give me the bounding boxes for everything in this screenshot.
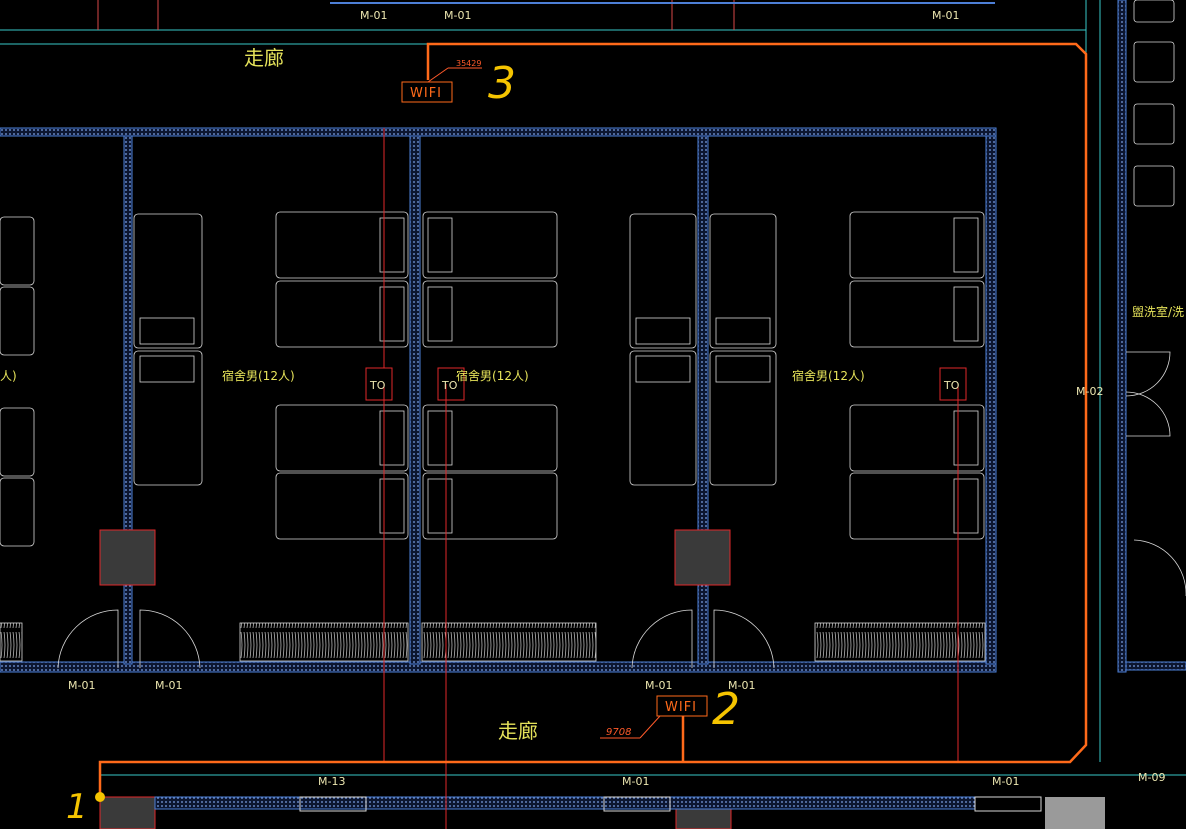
door-label-mid-3: M-01 bbox=[645, 679, 672, 692]
right-block bbox=[1085, 0, 1186, 762]
start-point bbox=[95, 792, 105, 802]
door-label-bottom-2: M-01 bbox=[622, 775, 649, 788]
wifi-label-2: WIFI bbox=[665, 700, 697, 715]
outlet-label-3: TO bbox=[943, 379, 960, 392]
corridor-label-top: 走廊 bbox=[244, 46, 284, 70]
network-outlets bbox=[365, 367, 967, 401]
cable-length-3: 35429 bbox=[456, 59, 481, 68]
room-label-0: 人) bbox=[0, 369, 17, 383]
outlet-label-2: TO bbox=[441, 379, 458, 392]
door-label-mid-4: M-01 bbox=[728, 679, 755, 692]
door-label-bottom-3: M-01 bbox=[992, 775, 1019, 788]
marker-3: 3 bbox=[488, 58, 516, 109]
door-label-mid-2: M-01 bbox=[155, 679, 182, 692]
riser-lines bbox=[383, 128, 959, 829]
door-label-top-3: M-01 bbox=[932, 9, 959, 22]
doors bbox=[57, 351, 1186, 669]
room-1-furniture bbox=[133, 211, 409, 662]
room-label-3: 宿舍男(12人) bbox=[792, 368, 865, 383]
door-label-mid-1: M-01 bbox=[68, 679, 95, 692]
structural-columns bbox=[99, 529, 732, 829]
wifi-label-3: WIFI bbox=[410, 86, 442, 101]
wifi-box-2 bbox=[656, 695, 708, 717]
lockers-right bbox=[1133, 0, 1175, 207]
marker-2: 2 bbox=[712, 684, 740, 735]
top-corridor-edge bbox=[0, 0, 1086, 45]
door-label-top-1: M-01 bbox=[360, 9, 387, 22]
wifi-box-3 bbox=[401, 81, 453, 103]
network-cable-route bbox=[98, 42, 1088, 797]
door-label-bottom-4: M-09 bbox=[1138, 771, 1165, 784]
room-label-1: 宿舍男(12人) bbox=[222, 368, 295, 383]
room-3-furniture bbox=[0, 211, 986, 662]
door-label-top-2: M-01 bbox=[444, 9, 471, 22]
room-label-2: 宿舍男(12人) bbox=[456, 368, 529, 383]
room-2-furniture bbox=[421, 211, 697, 662]
washroom-label: 盥洗室/洗 bbox=[1132, 304, 1184, 319]
dorm-walls bbox=[0, 127, 997, 673]
bunk-beds-left bbox=[0, 216, 35, 547]
marker-1: 1 bbox=[66, 787, 88, 827]
corridor-label-bottom: 走廊 bbox=[498, 719, 538, 743]
cable-length-2: 9708 bbox=[606, 727, 631, 738]
door-label-side: M-02 bbox=[1076, 385, 1103, 398]
bottom-wall bbox=[100, 774, 1186, 829]
door-label-bottom-1: M-13 bbox=[318, 775, 345, 788]
outlet-label-1: TO bbox=[369, 379, 386, 392]
